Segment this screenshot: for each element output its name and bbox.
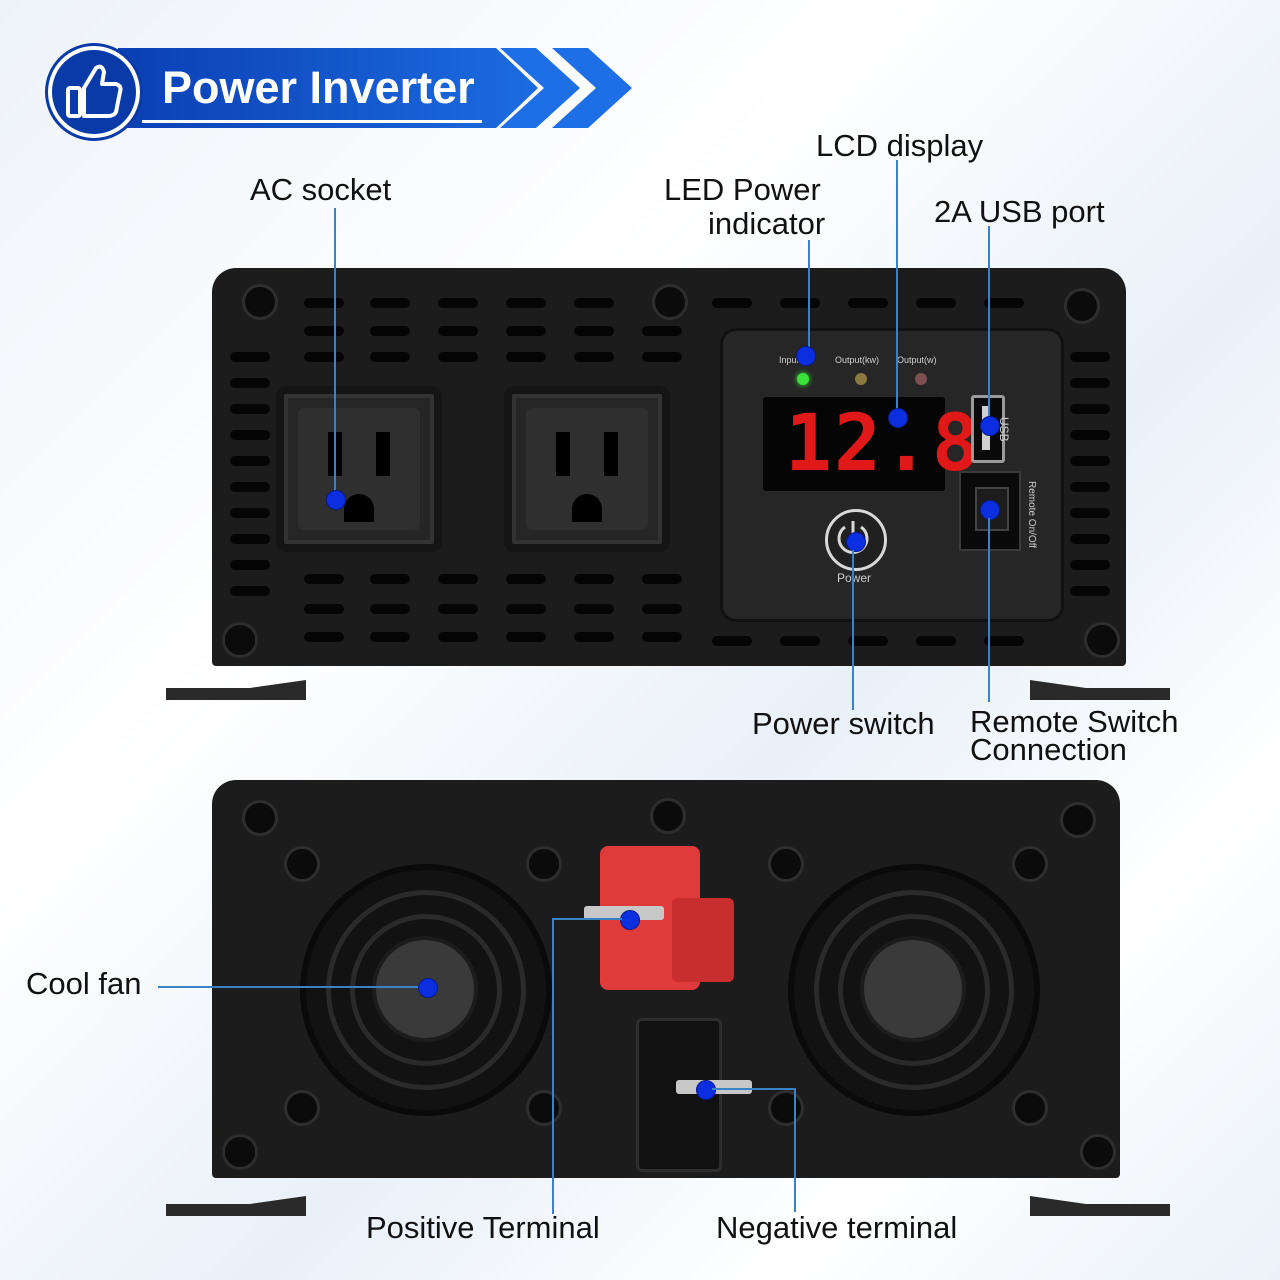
- led-output-kw: [855, 373, 867, 385]
- control-panel: Input(v) Output(kw) Output(w) 12.8 Power…: [720, 328, 1064, 622]
- screw-icon: [242, 800, 278, 836]
- screw-icon: [652, 284, 688, 320]
- screw-icon: [526, 1090, 562, 1126]
- remote-label: Remote On/Off: [1026, 481, 1037, 549]
- thumbs-up-icon: [66, 64, 123, 118]
- banner-icon-circle: [48, 46, 140, 138]
- screw-icon: [284, 846, 320, 882]
- callout-positive-terminal: Positive Terminal: [366, 1210, 600, 1245]
- mounting-foot-right: [1030, 1196, 1170, 1216]
- screw-icon: [768, 1090, 804, 1126]
- callout-dot: [980, 416, 1000, 436]
- banner-title: Power Inverter: [162, 62, 475, 113]
- leader-line: [794, 1088, 796, 1212]
- banner-bar: [118, 48, 538, 128]
- positive-terminal-cap: [672, 898, 734, 982]
- leader-line: [896, 160, 898, 416]
- fan-icon: [860, 936, 966, 1042]
- callout-usb-port: 2A USB port: [934, 194, 1105, 229]
- callout-dot: [620, 910, 640, 930]
- screw-icon: [222, 1134, 258, 1170]
- callout-dot: [696, 1080, 716, 1100]
- led-input: [797, 373, 809, 385]
- mounting-foot-right: [1030, 680, 1170, 700]
- callout-dot: [796, 346, 816, 366]
- callout-dot: [418, 978, 438, 998]
- banner-underline: [142, 120, 482, 123]
- callout-remote-line1: Remote Switch: [970, 704, 1179, 739]
- leader-line: [808, 240, 810, 354]
- inverter-front: Input(v) Output(kw) Output(w) 12.8 Power…: [212, 268, 1126, 666]
- ac-socket-1[interactable]: [276, 386, 442, 552]
- mounting-foot-left: [166, 680, 306, 700]
- cooling-fan-right: [788, 864, 1040, 1116]
- leader-line: [552, 918, 554, 1214]
- leader-line: [988, 226, 990, 424]
- callout-cool-fan: Cool fan: [26, 966, 142, 1001]
- leader-line: [852, 550, 854, 710]
- led-label-input: Input(v): [779, 355, 810, 365]
- callout-ac-socket: AC socket: [250, 172, 392, 207]
- leader-line: [988, 518, 990, 702]
- callout-negative-terminal: Negative terminal: [716, 1210, 958, 1245]
- led-label-output-w: Output(w): [897, 355, 937, 365]
- callout-lcd-display: LCD display: [816, 128, 984, 163]
- callout-dot: [980, 500, 1000, 520]
- fan-icon: [372, 936, 478, 1042]
- screw-icon: [284, 1090, 320, 1126]
- leader-line: [158, 986, 420, 988]
- callout-led-line1: LED Power: [664, 172, 821, 207]
- callout-led-line2: indicator: [708, 206, 826, 241]
- lcd-display: 12.8: [763, 397, 979, 491]
- leader-line: [712, 1088, 796, 1090]
- screw-icon: [222, 622, 258, 658]
- screw-icon: [1060, 802, 1096, 838]
- leader-line: [552, 918, 622, 920]
- callout-dot: [846, 532, 866, 552]
- screw-icon: [1080, 1134, 1116, 1170]
- screw-icon: [526, 846, 562, 882]
- screw-icon: [1084, 622, 1120, 658]
- screw-icon: [1012, 846, 1048, 882]
- callout-dot: [888, 408, 908, 428]
- screw-icon: [768, 846, 804, 882]
- leader-line: [334, 208, 336, 498]
- screw-icon: [1012, 1090, 1048, 1126]
- mounting-foot-left: [166, 1196, 306, 1216]
- callout-power-switch: Power switch: [752, 706, 935, 741]
- callout-dot: [326, 490, 346, 510]
- lcd-value: 12.8: [785, 399, 981, 489]
- led-label-output-kw: Output(kw): [835, 355, 880, 365]
- power-button-label: Power: [837, 571, 872, 585]
- callout-remote-line2: Connection: [970, 732, 1127, 767]
- screw-icon: [242, 284, 278, 320]
- screw-icon: [1064, 288, 1100, 324]
- ac-socket-2[interactable]: [504, 386, 670, 552]
- screw-icon: [650, 798, 686, 834]
- inverter-back: [212, 780, 1120, 1178]
- led-output-w: [915, 373, 927, 385]
